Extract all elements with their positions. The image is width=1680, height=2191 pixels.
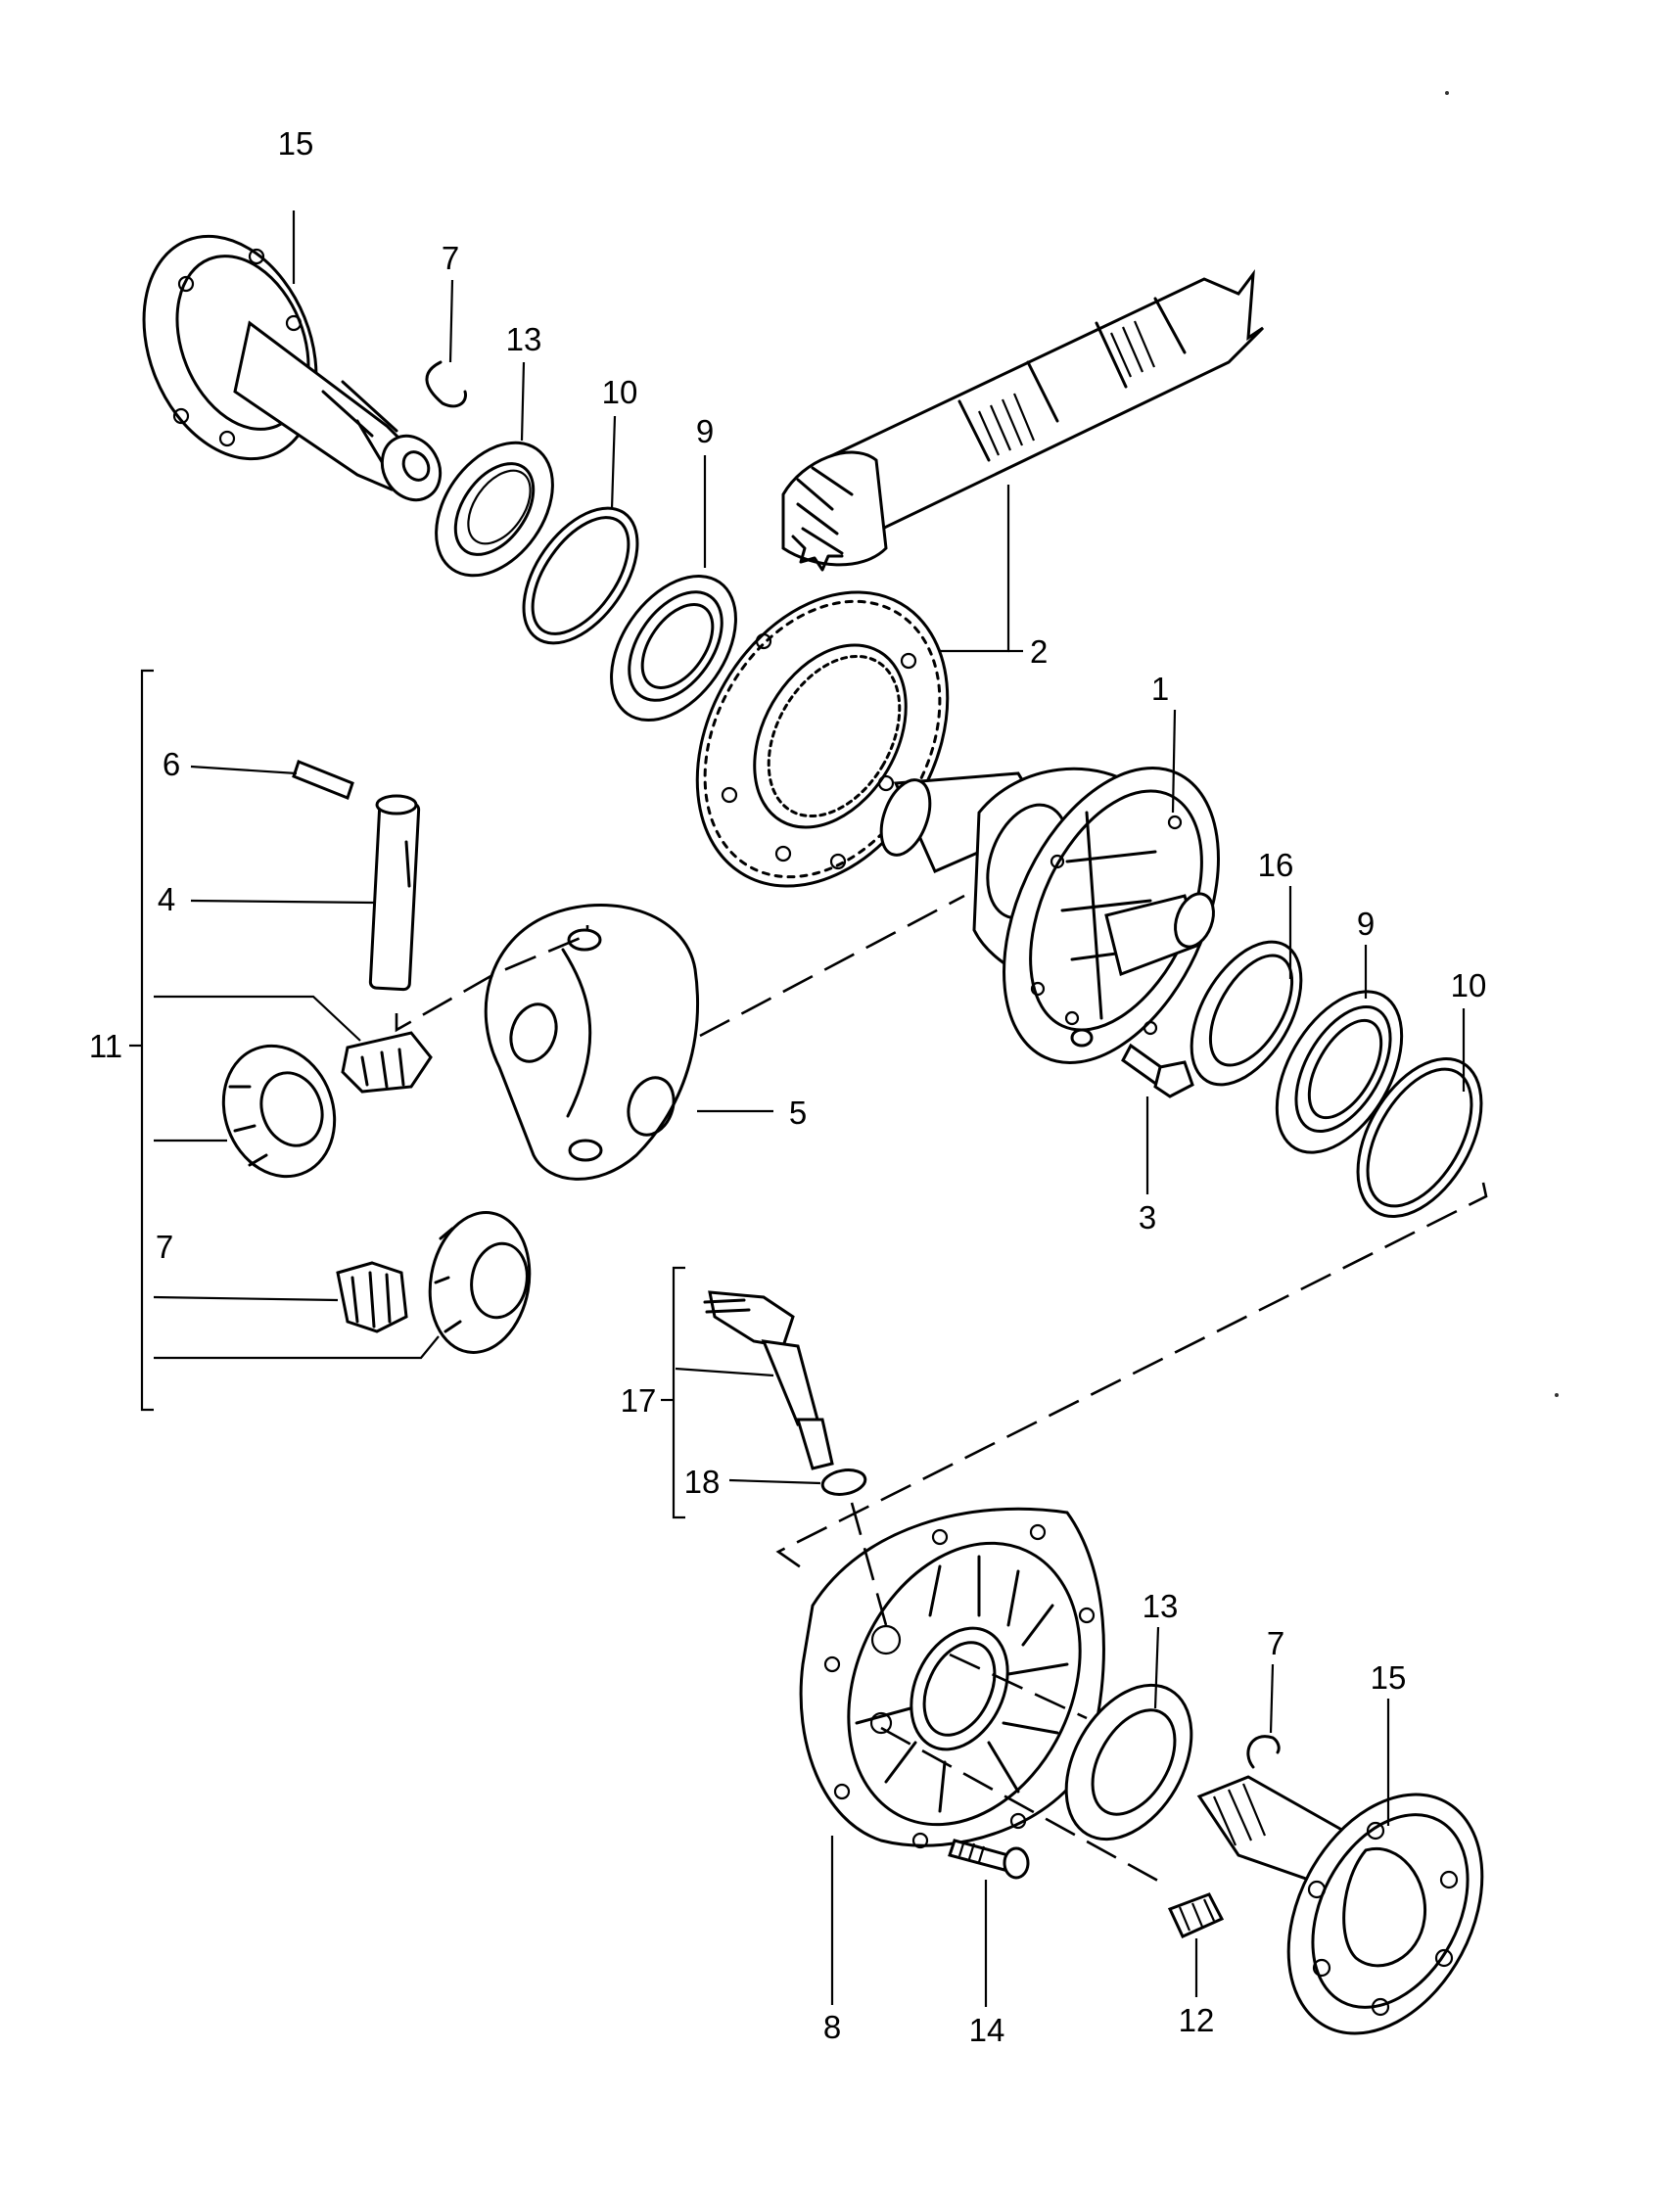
callout-7-top: 7 [442,240,459,276]
part-18-o-ring[interactable] [820,1467,867,1497]
part-9-bearing-top[interactable] [585,553,761,743]
part-3-bolt[interactable] [1121,1043,1194,1098]
part-11-side-gear-small[interactable] [341,1031,433,1094]
part-7-pinion-gear[interactable] [336,1261,408,1333]
callout-9-top: 9 [696,413,714,449]
part-7-circlip-top[interactable] [425,360,468,408]
callout-3: 3 [1139,1199,1156,1235]
part-1-differential-case[interactable] [872,734,1262,1096]
callout-15-top: 15 [278,125,314,162]
callout-12: 12 [1179,2002,1215,2038]
part-6-pin[interactable] [292,760,354,800]
callout-18: 18 [684,1464,721,1500]
part-11-side-gear-large[interactable] [206,1030,352,1191]
part-5-housing-sphere[interactable] [484,904,699,1181]
part-15-output-flange-lower[interactable] [1196,1761,1521,2067]
leader-lines [129,210,1466,2007]
callout-17: 17 [621,1382,657,1419]
callout-9-lower: 9 [1357,906,1375,942]
part-7-circlip-lower[interactable] [1246,1735,1281,1769]
callout-10-lower: 10 [1451,967,1487,1003]
callout-14: 14 [969,2012,1005,2048]
callout-13-top: 13 [506,321,542,357]
callout-labels: 15 7 13 10 9 2 1 6 4 11 5 7 16 9 10 3 17… [89,125,1486,2048]
part-13-seal-lower[interactable] [1041,1663,1217,1861]
part-11-side-gear-bottom[interactable] [419,1204,539,1360]
callout-10-top: 10 [602,374,638,410]
part-17-sensor[interactable] [703,1290,834,1470]
part-12-plug[interactable] [1167,1892,1225,1938]
callout-5: 5 [789,1095,807,1131]
part-14-bolt[interactable] [948,1839,1030,1880]
callout-11: 11 [89,1028,122,1064]
callout-7-left: 7 [156,1229,173,1265]
part-10-shim-top[interactable] [500,488,660,663]
assembly-axis-lines [395,894,1488,1887]
part-16-bearing[interactable] [1169,923,1324,1103]
callout-2: 2 [1030,633,1048,670]
callout-8: 8 [823,2009,841,2045]
part-15-output-flange-top[interactable] [113,210,451,511]
callout-1: 1 [1151,671,1169,707]
part-4-shaft[interactable] [368,794,421,992]
callout-7-lower: 7 [1267,1625,1284,1661]
callout-15-lower: 15 [1371,1659,1407,1696]
callout-6: 6 [163,746,180,782]
callout-13-lower: 13 [1143,1588,1179,1624]
part-13-seal-top[interactable] [412,421,577,597]
callout-16: 16 [1258,847,1294,883]
part-2-pinion-shaft[interactable] [781,268,1265,572]
callout-4: 4 [158,881,175,917]
